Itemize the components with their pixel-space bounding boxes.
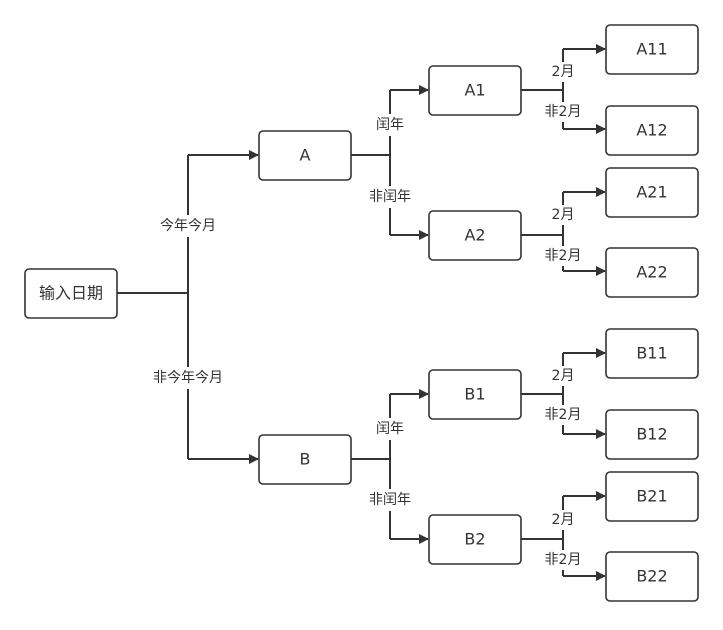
edge-label-A1-A12: 非2月 — [541, 102, 585, 122]
node-B1: B1 — [428, 369, 522, 420]
node-A11: A11 — [605, 24, 699, 75]
edge-label-text: 闰年 — [376, 117, 404, 133]
edge-label-text: 闰年 — [376, 421, 404, 437]
node-A1: A1 — [428, 65, 522, 116]
node-label: A11 — [636, 40, 667, 59]
node-A22: A22 — [605, 247, 699, 298]
node-A2: A2 — [428, 210, 522, 261]
edge-label-text: 今年今月 — [160, 218, 216, 234]
node-B21: B21 — [605, 471, 699, 522]
edge-label-text: 非2月 — [545, 104, 582, 120]
node-A: A — [258, 130, 352, 181]
edge-label-text: 2月 — [552, 368, 575, 384]
node-root: 输入日期 — [24, 268, 118, 319]
node-label: B2 — [464, 530, 485, 549]
edge-label-A2-A21: 2月 — [548, 205, 578, 225]
edge-label-text: 非2月 — [545, 248, 582, 264]
node-label: B21 — [636, 487, 667, 506]
node-label: B — [300, 450, 311, 469]
node-B22: B22 — [605, 551, 699, 602]
edge-label-B1-B12: 非2月 — [541, 405, 585, 425]
node-label: B22 — [636, 567, 667, 586]
node-label: B11 — [636, 344, 667, 363]
node-label: A2 — [464, 226, 485, 245]
edge-label-B-B2: 非闰年 — [362, 489, 418, 511]
node-label: 输入日期 — [39, 284, 103, 303]
node-B12: B12 — [605, 409, 699, 460]
edge-label-text: 2月 — [552, 64, 575, 80]
edge-label-B2-B22: 非2月 — [541, 550, 585, 570]
node-label: B12 — [636, 425, 667, 444]
edge-label-text: 非2月 — [545, 552, 582, 568]
edge-label-B2-B21: 2月 — [548, 510, 578, 530]
edge-label-root-A: 今年今月 — [150, 215, 226, 237]
edge-label-text: 非今年今月 — [153, 370, 223, 386]
node-label: A12 — [636, 121, 667, 140]
edge-label-text: 2月 — [552, 512, 575, 528]
edge-label-A-A1: 闰年 — [370, 114, 410, 136]
edge-label-A1-A11: 2月 — [548, 62, 578, 82]
edge-label-text: 非闰年 — [369, 189, 411, 205]
edge-label-root-B: 非今年今月 — [143, 367, 233, 389]
node-A12: A12 — [605, 105, 699, 156]
edge-label-B1-B11: 2月 — [548, 366, 578, 386]
edge-label-text: 非闰年 — [369, 492, 411, 508]
edge-label-text: 2月 — [552, 207, 575, 223]
edge-label-text: 非2月 — [545, 407, 582, 423]
node-label: A — [300, 146, 311, 165]
node-B: B — [258, 434, 352, 485]
node-B11: B11 — [605, 328, 699, 379]
edge-label-A-A2: 非闰年 — [362, 186, 418, 208]
node-label: B1 — [464, 385, 485, 404]
node-label: A22 — [636, 263, 667, 282]
edge-label-B-B1: 闰年 — [370, 418, 410, 440]
node-A21: A21 — [605, 167, 699, 218]
node-label: A1 — [464, 81, 485, 100]
edge-label-A2-A22: 非2月 — [541, 246, 585, 266]
node-label: A21 — [636, 183, 667, 202]
node-B2: B2 — [428, 514, 522, 565]
